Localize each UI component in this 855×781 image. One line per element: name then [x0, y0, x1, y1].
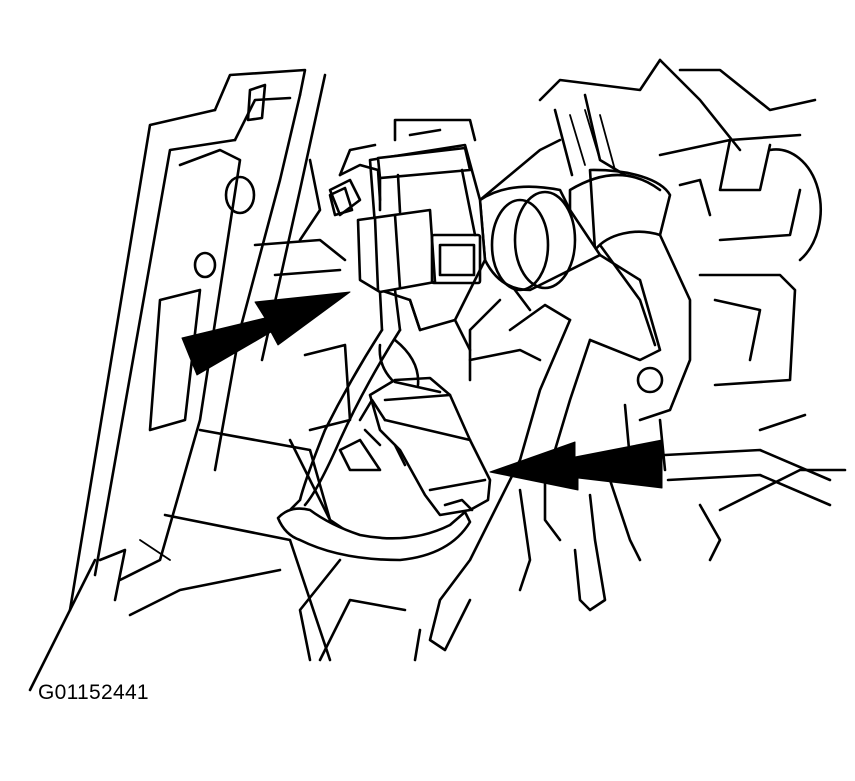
callout-arrows — [181, 291, 663, 491]
wiring-harness — [276, 328, 472, 562]
figure-id-label: G01152441 — [38, 681, 149, 704]
arrow-icon — [181, 291, 351, 376]
upper-connector — [328, 143, 602, 352]
arrow-icon — [489, 439, 663, 491]
background-structure — [28, 58, 847, 692]
lower-connector — [338, 376, 492, 517]
